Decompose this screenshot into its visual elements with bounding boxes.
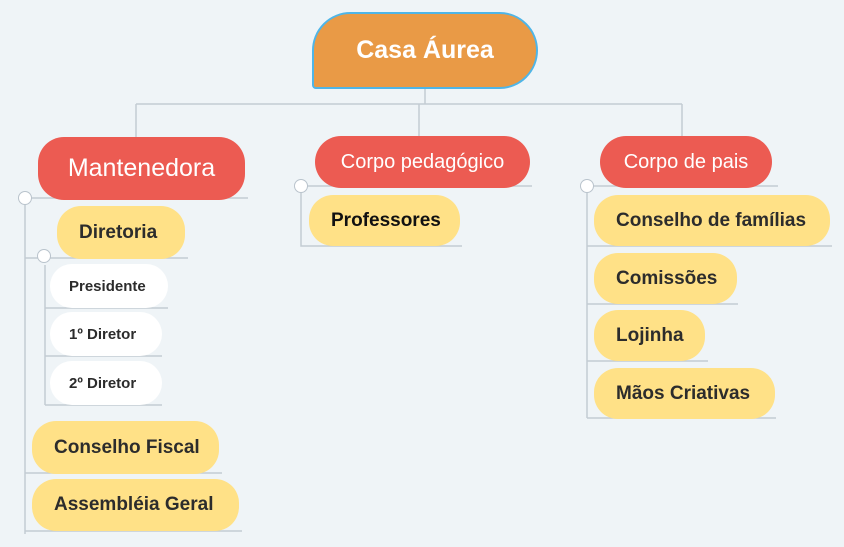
node-label: Conselho de famílias	[616, 209, 807, 231]
branch-node-label: Mantenedora	[67, 154, 216, 182]
node-label: 1º Diretor	[69, 325, 137, 343]
node-1-diretor[interactable]: 1º Diretor	[50, 312, 162, 356]
node-label: Comissões	[616, 267, 718, 289]
collapse-toggle-corpo-de-pais[interactable]	[580, 179, 594, 193]
node-label: Conselho Fiscal	[54, 436, 200, 458]
branch-node-label: Corpo pedagógico	[340, 150, 505, 173]
node-2-diretor[interactable]: 2º Diretor	[50, 361, 162, 405]
root-node-casa-aurea[interactable]: Casa Áurea	[312, 12, 538, 89]
branch-node-mantenedora[interactable]: Mantenedora	[38, 137, 245, 200]
node-assembleia-geral[interactable]: Assembléia Geral	[32, 479, 239, 531]
node-label: 2º Diretor	[69, 374, 137, 392]
branch-node-corpo-de-pais[interactable]: Corpo de pais	[600, 136, 772, 188]
node-diretoria[interactable]: Diretoria	[57, 206, 185, 259]
node-label: Mãos Criativas	[616, 382, 751, 404]
node-label: Professores	[331, 209, 441, 231]
node-lojinha[interactable]: Lojinha	[594, 310, 705, 361]
node-conselho-de-familias[interactable]: Conselho de famílias	[594, 195, 830, 246]
collapse-toggle-diretoria[interactable]	[37, 249, 51, 263]
node-maos-criativas[interactable]: Mãos Criativas	[594, 368, 775, 419]
node-label: Lojinha	[616, 324, 684, 346]
collapse-toggle-mantenedora[interactable]	[18, 191, 32, 205]
node-label: Diretoria	[79, 221, 158, 243]
branch-node-corpo-pedagogico[interactable]: Corpo pedagógico	[315, 136, 530, 188]
node-label: Presidente	[69, 277, 146, 295]
collapse-toggle-corpo-pedagogico[interactable]	[294, 179, 308, 193]
node-professores[interactable]: Professores	[309, 195, 460, 246]
branch-node-label: Corpo de pais	[623, 150, 749, 173]
node-comissoes[interactable]: Comissões	[594, 253, 737, 304]
node-presidente[interactable]: Presidente	[50, 264, 168, 308]
root-node-label: Casa Áurea	[356, 36, 494, 64]
node-label: Assembléia Geral	[54, 494, 214, 515]
node-conselho-fiscal[interactable]: Conselho Fiscal	[32, 421, 219, 474]
